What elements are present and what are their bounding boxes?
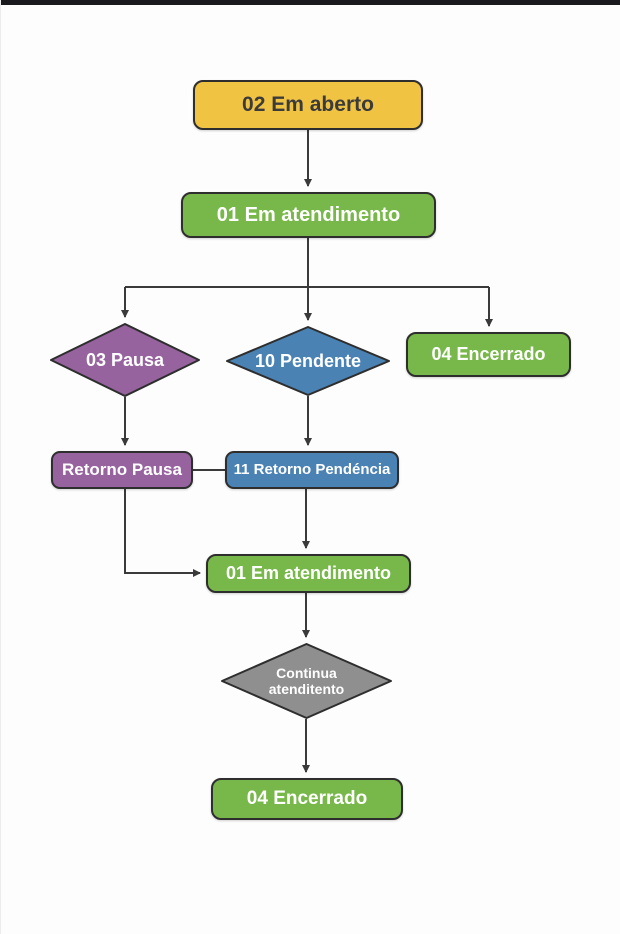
node-retorno-pausa-label: Retorno Pausa (62, 460, 182, 480)
node-em-atendimento-2: 01 Em atendimento (206, 554, 411, 593)
node-pausa-diamond: 03 Pausa (49, 323, 201, 397)
node-em-atendimento-1: 01 Em atendimento (181, 192, 436, 238)
node-em-atendimento-1-label: 01 Em atendimento (216, 203, 401, 226)
letterbox-bar-top (1, 0, 620, 5)
node-retorno-pendencia-label: 11 Retorno Pendéncia (233, 461, 391, 479)
node-retorno-pausa: Retorno Pausa (51, 451, 193, 489)
node-em-atendimento-2-label: 01 Em atendimento (225, 563, 392, 584)
node-encerrado-2-label: 04 Encerrado (246, 788, 368, 810)
arrow-retorno-pausa-to-atendimento2 (124, 489, 201, 577)
node-retorno-pendencia: 11 Retorno Pendéncia (225, 451, 399, 489)
node-encerrado-1-label: 04 Encerrado (431, 344, 546, 365)
node-encerrado-2: 04 Encerrado (211, 778, 403, 820)
continua-diamond-shape (221, 643, 392, 719)
node-continua-label: Continua atenditento (268, 664, 345, 697)
node-encerrado-1: 04 Encerrado (406, 332, 571, 377)
node-continua-atendimento-diamond: Continua atenditento (220, 643, 393, 719)
node-pendente-diamond: 10 Pendente (225, 326, 391, 396)
node-em-aberto: 02 Em aberto (193, 80, 423, 130)
node-em-aberto-label: 02 Em aberto (242, 92, 374, 116)
pendente-diamond-shape (226, 326, 390, 396)
line-atendimento1-branch (125, 238, 489, 288)
node-pendente-label: 10 Pendente (254, 350, 362, 371)
node-pausa-label: 03 Pausa (85, 349, 165, 370)
pausa-diamond-shape (50, 323, 200, 397)
